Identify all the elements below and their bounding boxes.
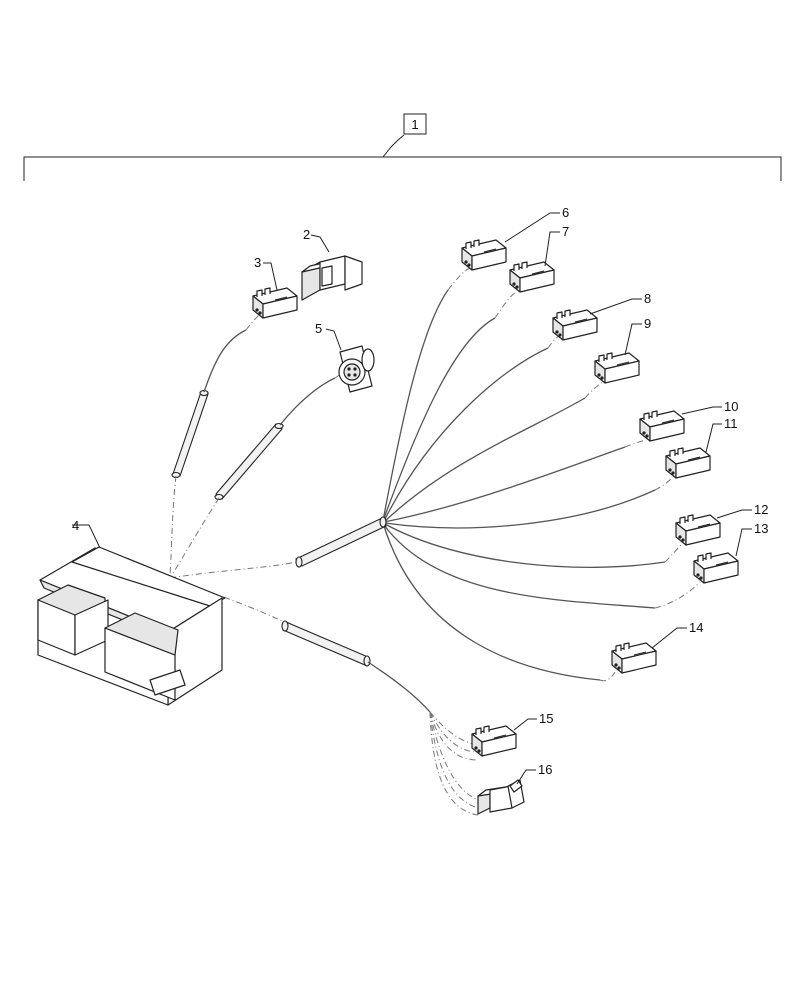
connector-5 (338, 345, 375, 393)
callout-16: 16 (538, 762, 552, 777)
connector-7 (509, 261, 555, 293)
callout-13: 13 (754, 521, 768, 536)
harness-branches (382, 267, 701, 682)
callout-4: 4 (72, 518, 79, 533)
sleeve-to-connector-5 (171, 371, 345, 576)
callout-7: 7 (562, 224, 569, 239)
callout-10: 10 (724, 399, 738, 414)
callout-1-label: 1 (411, 117, 418, 132)
callout-1-box: 1 (403, 113, 427, 135)
connector-2 (301, 255, 363, 301)
leader-lines (72, 212, 752, 785)
control-module (37, 546, 226, 706)
connector-12 (675, 514, 721, 546)
callout-11: 11 (724, 416, 738, 431)
callout-12: 12 (754, 502, 768, 517)
trunk-to-module-wire (169, 561, 297, 579)
connector-6 (461, 239, 507, 271)
connector-16 (477, 779, 525, 815)
connector-11 (665, 447, 711, 479)
callout-5: 5 (315, 321, 322, 336)
callout-9: 9 (644, 316, 651, 331)
callout-15: 15 (539, 711, 553, 726)
connector-14 (611, 642, 657, 674)
connector-3 (252, 287, 298, 319)
callout-14: 14 (689, 620, 703, 635)
connector-8 (552, 309, 598, 341)
callout-6: 6 (562, 205, 569, 220)
callout-labels: 2 3 4 5 6 7 8 9 10 11 12 13 14 15 16 (72, 205, 768, 777)
callout-3: 3 (254, 255, 261, 270)
connector-15 (471, 725, 517, 757)
connector-10 (639, 410, 685, 442)
sleeve-to-connector-3 (169, 313, 261, 576)
connector-9 (594, 352, 640, 384)
connector-13 (693, 552, 739, 584)
callout-8: 8 (644, 291, 651, 306)
trunk-sleeve (295, 516, 387, 568)
assembly-bracket (23, 134, 782, 181)
callout-2: 2 (303, 227, 310, 242)
